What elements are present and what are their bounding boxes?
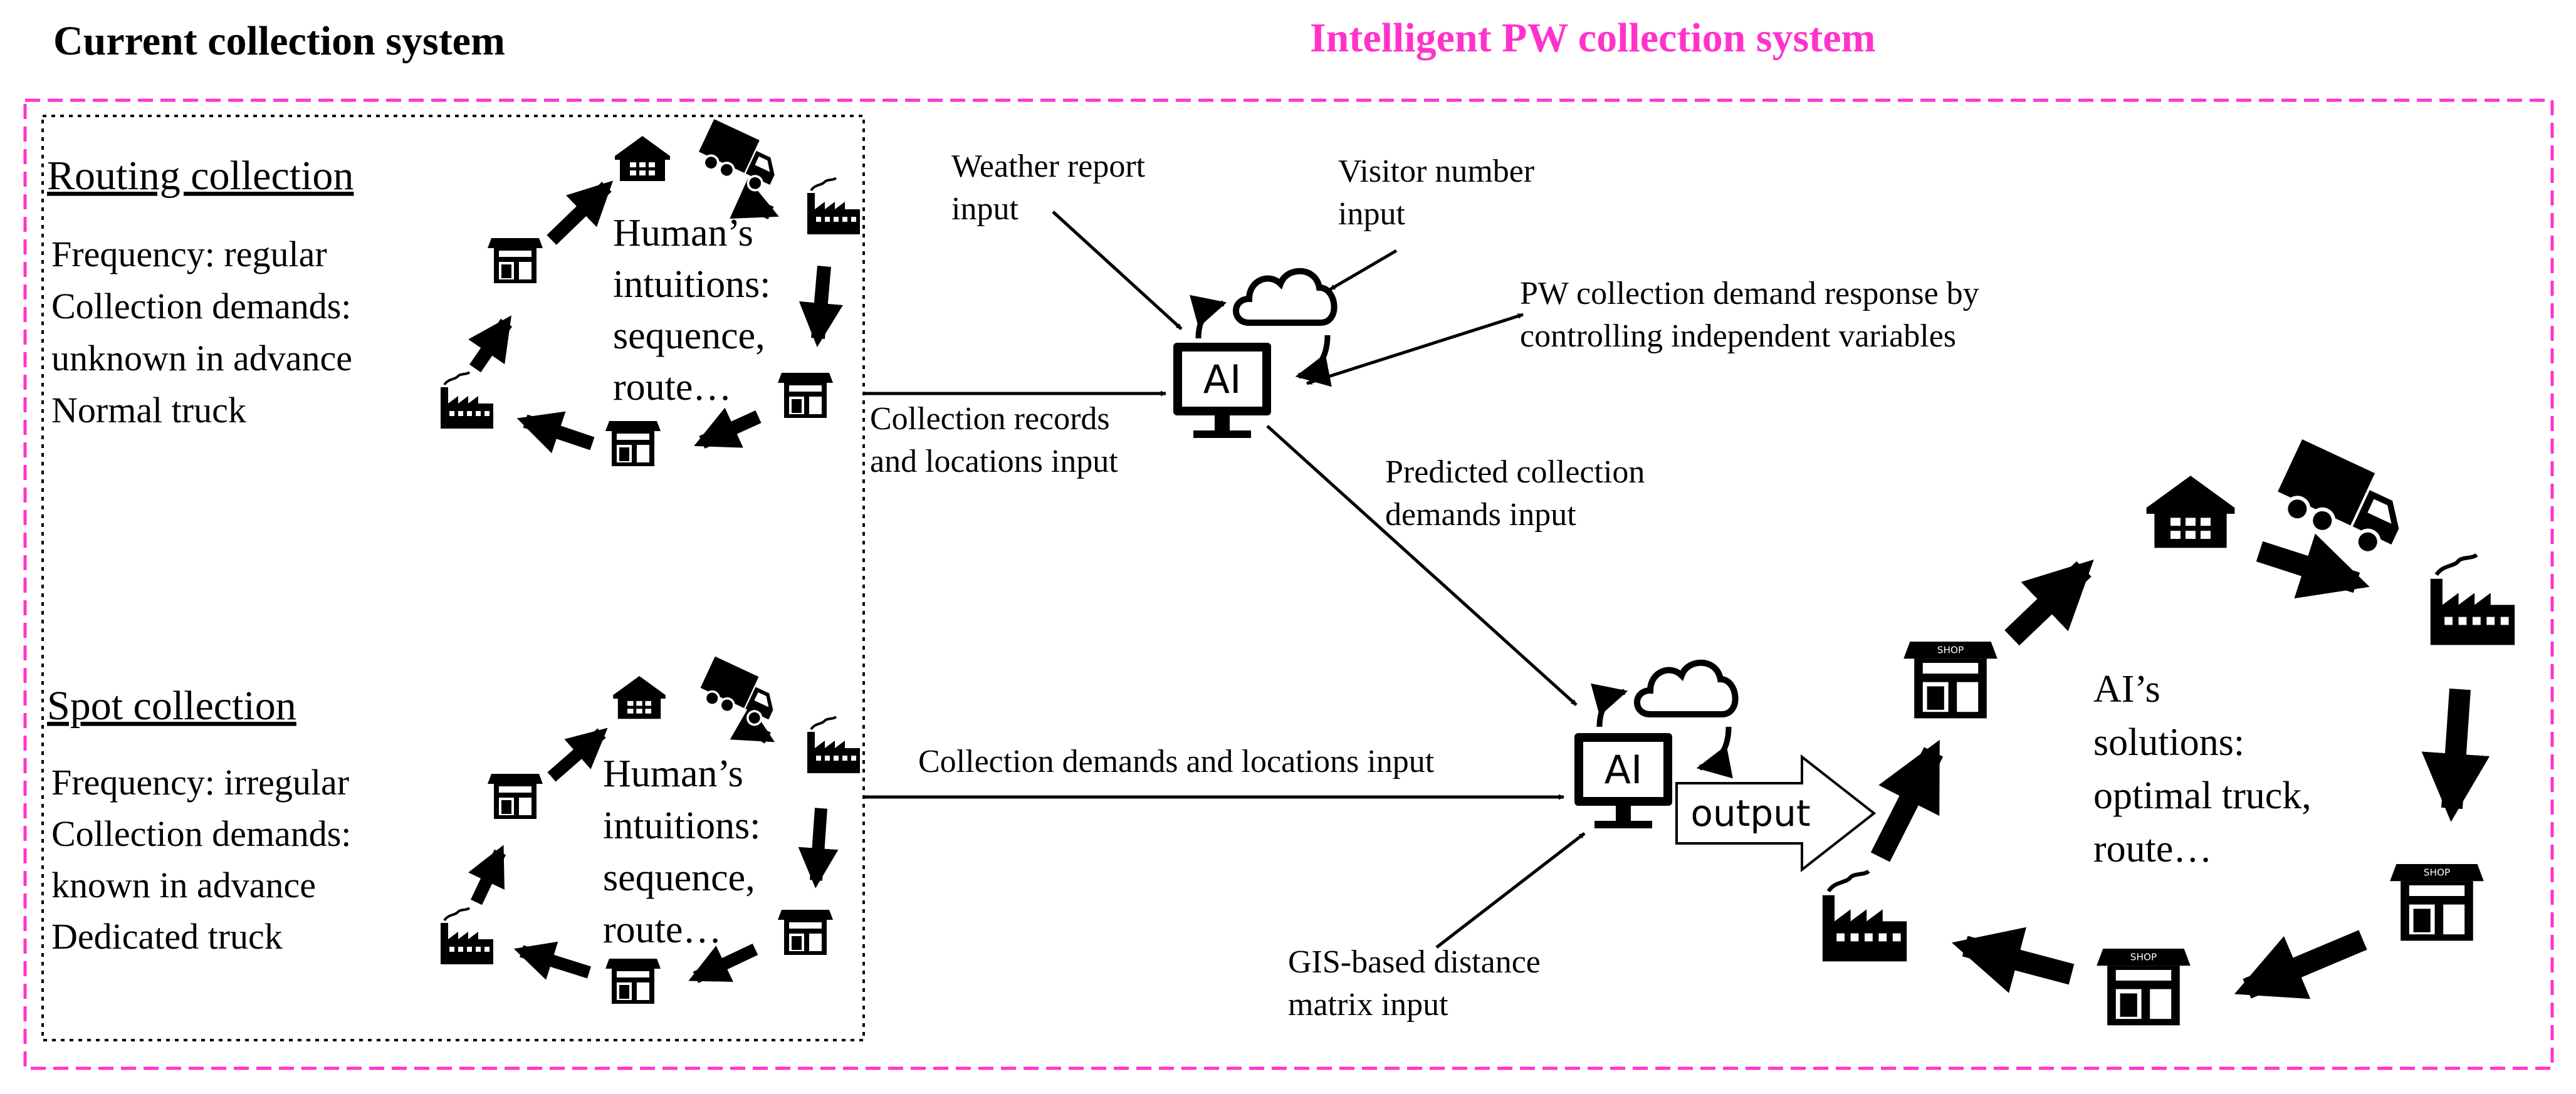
spot-heading: Spot collection [47,683,296,729]
factory-icon [807,177,860,234]
routing-human-intuition: Human’s intuitions: sequence, route… [613,212,780,409]
ai-label: AI [1605,747,1643,793]
ai-label: AI [1203,357,1242,402]
current-system-frame [41,115,865,1041]
output-arrow: output [1675,754,1877,873]
records-input-label: Collection records and locations input [870,401,1118,479]
intelligent-system-frame [23,98,2554,1070]
ai-monitor-icon: AI [1173,343,1271,438]
cloud-icon [1233,268,1338,326]
cloud-icon [1634,659,1739,717]
spot-description: Frequency: irregular Collection demands:… [51,762,360,957]
truck-icon [699,119,775,192]
warehouse-icon [613,675,666,719]
input-arrows [865,211,1586,949]
shop-icon: SHOP [1903,642,1997,719]
routing-description: Frequency: regular Collection demands: u… [51,234,361,430]
shop-icon [488,238,543,283]
truck-icon [2278,439,2399,555]
shop-icon [605,959,661,1004]
ai-monitor-icon: AI [1574,733,1672,828]
truck-icon [700,656,773,726]
gis-input-label: GIS-based distance matrix input [1288,944,1549,1023]
factory-icon [2430,553,2515,645]
warehouse-icon [615,136,670,181]
warehouse-icon [2146,476,2235,548]
routing-heading: Routing collection [47,153,353,199]
output-label: output [1690,792,1810,835]
shop-sign: SHOP [2130,952,2157,963]
ai-route-arrows [1870,533,2490,999]
cycle-arrows-icon [1591,683,1733,779]
shop-sign: SHOP [2424,867,2450,878]
factory-icon [1822,869,1907,962]
shop-icon [488,774,543,819]
predicted-input-label: Predicted collection demands input [1385,454,1653,533]
shop-icon: SHOP [2390,864,2484,941]
shop-sign: SHOP [1937,645,1964,656]
visitor-input-label: Visitor number input [1338,154,1542,232]
factory-icon [441,371,493,429]
shop-icon [778,910,833,955]
demands-input-label: Collection demands and locations input [918,744,1435,779]
shop-icon [605,421,661,466]
ai-solutions-text: AI’s solutions: optimal truck, route… [2093,668,2321,870]
factory-icon [441,907,493,964]
spot-human-intuition: Human’s intuitions: sequence, route… [603,753,770,951]
current-system-title: Current collection system [53,18,505,64]
weather-input-label: Weather report input [951,148,1153,227]
spot-route-arrows [468,704,839,984]
routing-route-arrows [468,178,843,454]
shop-icon: SHOP [2097,949,2191,1026]
factory-icon [807,716,860,773]
demand-response-label: PW collection demand response by control… [1520,276,1987,354]
intelligent-system-title: Intelligent PW collection system [1310,15,1875,61]
shop-icon [778,373,833,418]
